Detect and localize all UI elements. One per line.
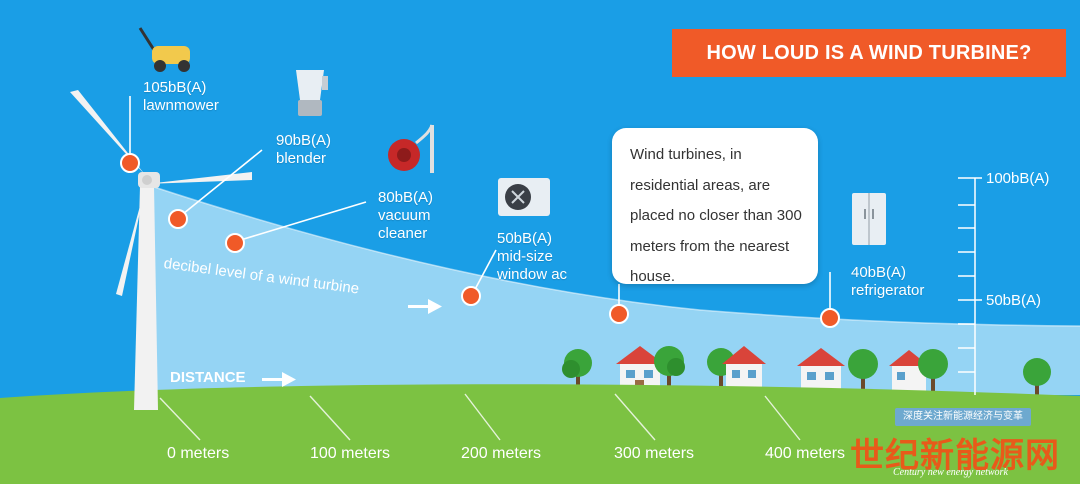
source-level: 80bB(A) <box>378 189 434 206</box>
lawnmower-icon <box>138 27 190 72</box>
distance-tick-400: 400 meters <box>765 445 846 462</box>
distance-tick-0: 0 meters <box>167 445 230 462</box>
source-label-vacuum: 80bB(A) vacuum cleaner <box>378 189 433 243</box>
source-name: vacuum <box>378 207 431 224</box>
dot-vacuum <box>225 233 245 253</box>
distance-tick-100: 100 meters <box>310 445 391 462</box>
scale-label-top: 100bB(A) <box>986 170 1050 187</box>
source-name: blender <box>276 150 327 167</box>
source-label-refrigerator: 40bB(A) refrigerator <box>851 264 924 300</box>
distance-tick-300: 300 meters <box>614 445 695 462</box>
dot-blender <box>168 209 188 229</box>
watermark-logo-text: 世纪新能源网 <box>850 438 1060 475</box>
decibel-band-edge <box>147 184 1080 327</box>
watermark-english: Century new energy network <box>893 467 1008 478</box>
source-label-lawnmower: 105bB(A) lawnmower <box>143 79 219 115</box>
decibel-dots <box>120 153 840 328</box>
callout-box: Wind turbines, in residential areas, are… <box>612 128 818 285</box>
callout-text: Wind turbines, in residential areas, are… <box>630 146 802 285</box>
source-name: refrigerator <box>851 282 925 299</box>
distance-label: DISTANCE <box>170 369 246 386</box>
source-level: 90bB(A) <box>276 132 332 149</box>
arrow-icons <box>262 299 442 387</box>
source-level: 50bB(A) <box>497 230 553 247</box>
source-name-2: window ac <box>497 266 568 283</box>
ground <box>0 384 1080 484</box>
source-name: mid-size <box>497 248 553 265</box>
distance-tick-200: 200 meters <box>461 445 542 462</box>
page-title: HOW LOUD IS A WIND TURBINE? <box>706 41 1032 64</box>
refrigerator-icon <box>852 193 886 245</box>
dot-house <box>609 304 629 324</box>
source-name: lawnmower <box>143 97 219 114</box>
watermark-tagline: 深度关注新能源经济与变革 <box>895 408 1031 426</box>
source-label-blender: 90bB(A) blender <box>276 132 331 168</box>
source-name-2: cleaner <box>378 225 428 242</box>
dot-lawnmower <box>120 153 140 173</box>
blender-icon <box>296 70 328 116</box>
air-conditioner-icon <box>498 178 550 216</box>
decibel-scale <box>958 177 982 395</box>
source-label-ac: 50bB(A) mid-size window ac <box>497 230 567 284</box>
source-level: 105bB(A) <box>143 79 207 96</box>
source-level: 40bB(A) <box>851 264 907 281</box>
dot-ac <box>461 286 481 306</box>
vacuum-icon <box>388 124 434 173</box>
dot-refrigerator <box>820 308 840 328</box>
decibel-band <box>148 185 1080 395</box>
title-banner: HOW LOUD IS A WIND TURBINE? <box>672 29 1066 77</box>
distance-tick-lines <box>159 393 801 441</box>
scale-label-mid: 50bB(A) <box>986 292 1042 309</box>
